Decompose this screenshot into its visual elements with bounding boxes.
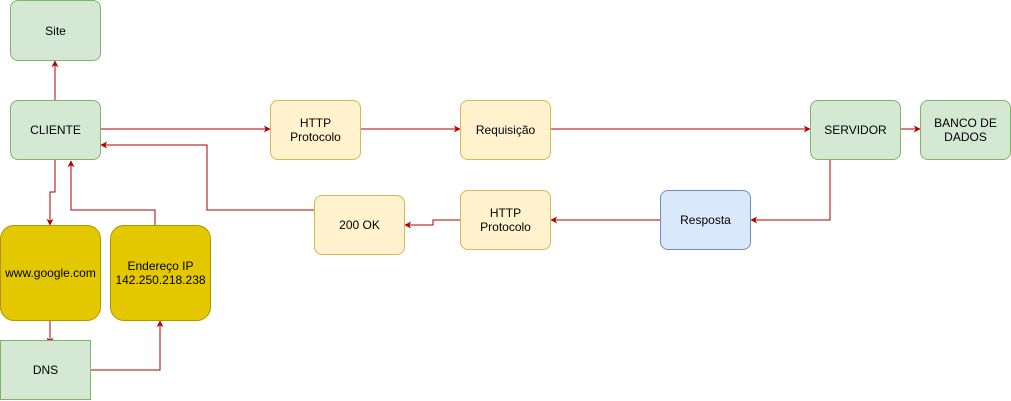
- resposta-label: Resposta: [680, 213, 731, 227]
- servidor-label: SERVIDOR: [824, 123, 887, 137]
- site-node: Site: [10, 0, 101, 61]
- dns-node: DNS: [0, 340, 91, 400]
- banco-de-dados-label: BANCO DE DADOS: [934, 116, 997, 144]
- site-label: Site: [45, 23, 66, 38]
- requisicao-label: Requisição: [475, 123, 536, 137]
- banco-de-dados-node: BANCO DE DADOS: [920, 100, 1011, 160]
- ok-node: 200 OK: [314, 195, 405, 255]
- endereco-ip-label: Endereço IP 142.250.218.238: [115, 259, 206, 287]
- edge-cliente-google: [46, 160, 56, 226]
- google-node: www.google.com: [0, 225, 101, 321]
- resposta-node: Resposta: [660, 190, 751, 250]
- dns-label: DNS: [32, 363, 59, 377]
- servidor-node: SERVIDOR: [810, 100, 901, 160]
- edge-http-ok: [404, 219, 460, 229]
- edge-ip-cliente: [67, 160, 156, 225]
- ok-label: 200 OK: [339, 218, 380, 232]
- google-label: www.google.com: [5, 266, 96, 280]
- http-response-label: HTTP Protocolo: [480, 206, 531, 234]
- cliente-node: CLIENTE: [10, 100, 101, 160]
- edge-ok-cliente: [100, 141, 314, 211]
- cliente-label: CLIENTE: [30, 123, 81, 137]
- http-request-node: HTTP Protocolo: [270, 100, 361, 160]
- http-request-label: HTTP Protocolo: [290, 116, 341, 144]
- http-response-node: HTTP Protocolo: [460, 190, 551, 250]
- edge-dns-ip: [90, 320, 164, 371]
- endereco-ip-node: Endereço IP 142.250.218.238: [110, 225, 211, 321]
- edge-servidor-resposta: [750, 160, 831, 224]
- requisicao-node: Requisição: [460, 100, 551, 160]
